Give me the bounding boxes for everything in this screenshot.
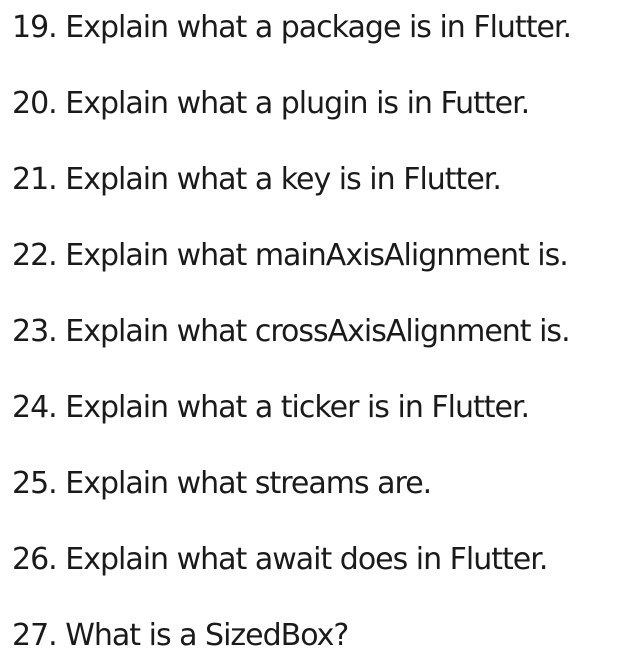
list-item: 22. Explain what mainAxisAlignment is.	[12, 238, 569, 273]
question-list: 19. Explain what a package is in Flutter…	[12, 8, 624, 656]
list-item: 25. Explain what streams are.	[12, 466, 432, 501]
list-item: 26. Explain what await does in Flutter.	[12, 542, 548, 577]
list-item: 21. Explain what a key is in Flutter.	[12, 162, 502, 197]
list-item: 19. Explain what a package is in Flutter…	[12, 10, 572, 45]
list-item: 20. Explain what a plugin is in Futter.	[12, 86, 530, 121]
list-item: 23. Explain what crossAxisAlignment is.	[12, 314, 571, 349]
list-item: 24. Explain what a ticker is in Flutter.	[12, 390, 530, 425]
list-item: 27. What is a SizedBox?	[12, 618, 349, 653]
